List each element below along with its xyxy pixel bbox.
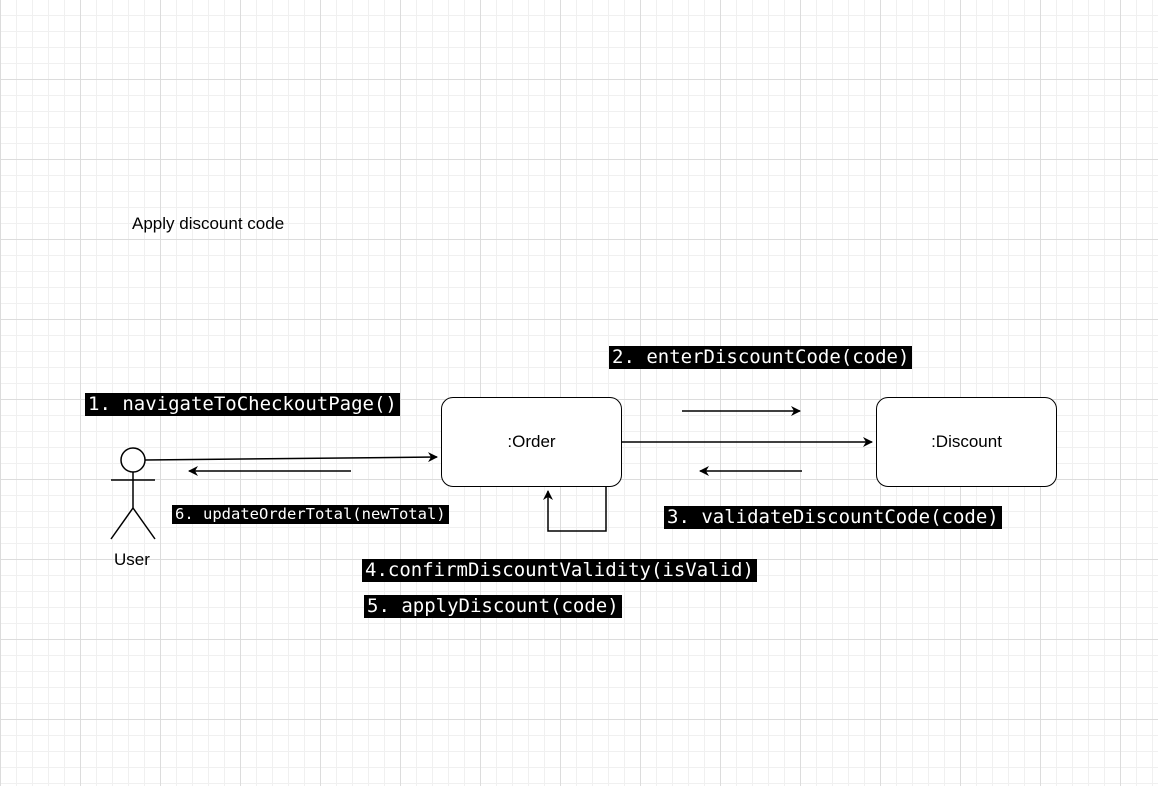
message-label-4: 4.confirmDiscountValidity(isValid): [362, 559, 757, 582]
message-label-3: 3. validateDiscountCode(code): [664, 506, 1002, 529]
discount-object[interactable]: :Discount: [876, 397, 1057, 487]
message-label-6: 6. updateOrderTotal(newTotal): [172, 505, 449, 524]
user-actor-label: User: [114, 550, 150, 569]
link-user-order: [144, 452, 438, 463]
order-object-label: :Order: [507, 432, 556, 451]
order-object[interactable]: :Order: [441, 397, 622, 487]
user-actor-figure: [110, 447, 156, 540]
message-label-2: 2. enterDiscountCode(code): [609, 346, 913, 369]
message-label-5: 5. applyDiscount(code): [364, 595, 622, 618]
diagram-title: Apply discount code: [132, 214, 285, 233]
discount-object-label: :Discount: [931, 432, 1002, 451]
link-order-self: [543, 487, 607, 532]
message-label-1: 1. navigateToCheckoutPage(): [85, 393, 400, 416]
